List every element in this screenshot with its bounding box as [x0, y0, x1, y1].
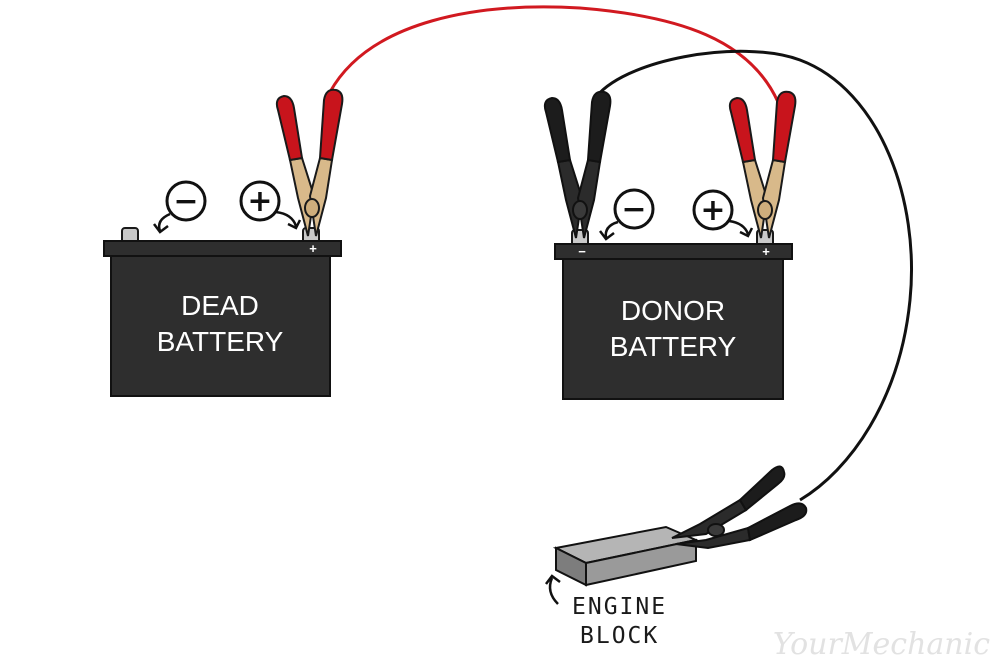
donor-battery-negative-mark: −	[578, 244, 586, 259]
engine-block	[552, 525, 700, 587]
curved-arrow-icon	[728, 219, 754, 238]
curved-arrow-icon	[599, 220, 619, 241]
minus-circle-icon: −	[165, 180, 207, 222]
donor-battery-label-line1: DONOR	[621, 295, 725, 326]
donor-battery-black-clamp	[543, 90, 612, 239]
curved-arrow-icon	[275, 210, 302, 230]
curved-arrow-icon	[545, 574, 561, 605]
dead-battery-label-line2: BATTERY	[157, 326, 284, 357]
donor-battery-positive-mark: +	[762, 244, 770, 259]
dead-battery-label-line1: DEAD	[181, 290, 259, 321]
svg-text:−: −	[621, 192, 646, 227]
minus-circle-icon: −	[613, 188, 655, 230]
yourmechanic-watermark: YourMechanic	[773, 627, 990, 662]
donor-battery-red-clamp	[728, 90, 797, 239]
dead-battery: + DEAD BATTERY	[103, 227, 342, 397]
plus-circle-icon: +	[692, 189, 734, 231]
plus-circle-icon: +	[239, 180, 281, 222]
negative-donor-cable	[592, 49, 913, 502]
svg-text:+: +	[247, 184, 272, 219]
dead-battery-lid	[103, 240, 342, 257]
engine-block-side	[585, 538, 697, 587]
donor-battery: − + DONOR BATTERY	[554, 229, 793, 400]
engine-block-label-line2: BLOCK	[580, 623, 659, 649]
dead-battery-body	[110, 255, 331, 397]
engine-block-label-line1: ENGINE	[572, 594, 667, 620]
donor-battery-label-line2: BATTERY	[610, 331, 737, 362]
curved-arrow-icon	[153, 212, 171, 234]
positive-jumper-cable	[328, 5, 780, 103]
donor-battery-lid	[554, 243, 793, 260]
engine-block-black-clamp	[671, 465, 808, 550]
donor-battery-body	[562, 258, 784, 400]
svg-text:+: +	[700, 193, 725, 228]
dead-battery-positive-mark: +	[309, 241, 317, 256]
svg-text:−: −	[173, 184, 198, 219]
